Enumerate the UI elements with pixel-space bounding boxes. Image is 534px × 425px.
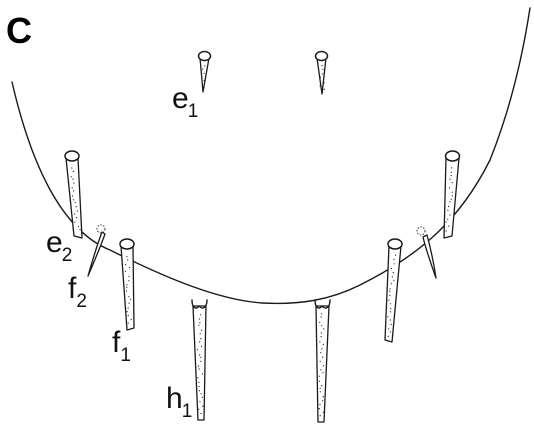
seta-h1-right [315,300,330,422]
seta-e1-right [316,52,328,95]
label-f2: f2 [68,272,87,312]
seta-f2-right [417,227,436,278]
label-e2: e2 [46,226,72,266]
seta-f2-left [88,225,105,276]
label-e1: e1 [172,82,198,122]
seta-e2-left [65,151,82,238]
seta-e1-left [199,52,211,93]
panel-label: C [6,10,32,51]
seta-e2-right [444,151,460,238]
seta-f1-right [385,239,402,342]
label-h1: h1 [166,382,192,422]
label-f1: f1 [112,326,131,366]
